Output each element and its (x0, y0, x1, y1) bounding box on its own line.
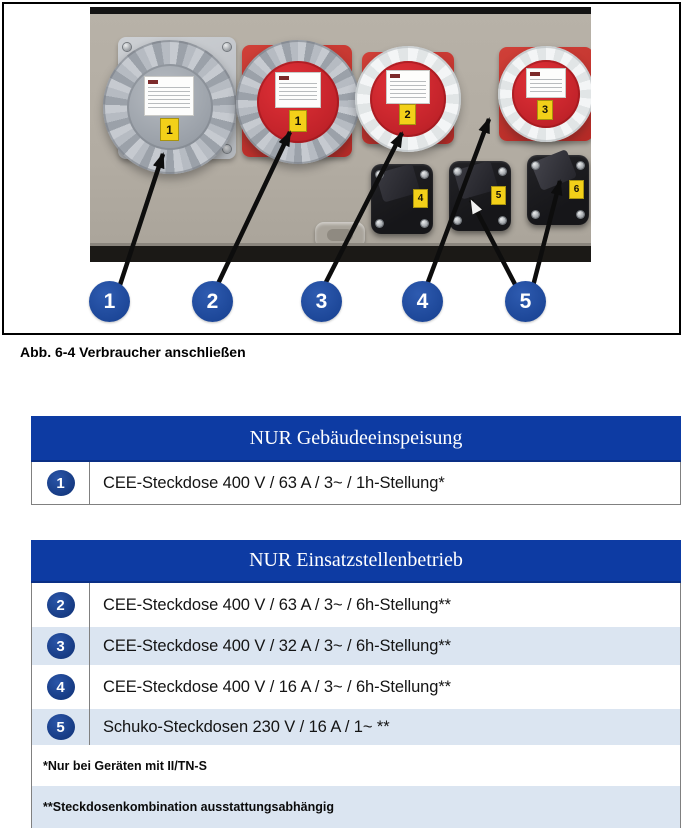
schuko-socket-6: 6 (527, 148, 589, 225)
row-number-badge: 2 (46, 592, 75, 618)
screw-icon (577, 162, 584, 169)
table-footnote: *Nur bei Geräten mit II/TN-S (32, 745, 680, 786)
table-einsatzstellenbetrieb: NUR Einsatzstellenbetrieb 2 CEE-Steckdos… (31, 540, 681, 828)
callout-5: 5 (505, 281, 546, 322)
screw-icon (376, 220, 383, 227)
socket-tag: 5 (492, 187, 505, 204)
table-row: 1 CEE-Steckdose 400 V / 63 A / 3~ / 1h-S… (32, 462, 680, 505)
screw-icon (454, 217, 461, 224)
rating-sticker (387, 71, 429, 103)
row-label: CEE-Steckdose 400 V / 16 A / 3~ / 6h-Ste… (103, 677, 451, 696)
table-title: NUR Gebäudeeinspeisung (249, 426, 463, 449)
socket-tag: 1 (290, 111, 306, 131)
row-number-badge: 3 (46, 633, 75, 659)
table-header: NUR Einsatzstellenbetrieb (31, 540, 681, 583)
table-gebaeudeeinspeisung: NUR Gebäudeeinspeisung 1 CEE-Steckdose 4… (31, 416, 681, 505)
row-number-badge: 4 (46, 674, 75, 700)
row-number-badge: 1 (46, 470, 75, 496)
screw-icon (577, 211, 584, 218)
socket-tag: 2 (400, 105, 415, 124)
table-footnote: **Steckdosenkombination ausstattungsabhä… (32, 786, 680, 828)
screw-icon (123, 43, 131, 51)
screw-icon (454, 168, 461, 175)
row-label: CEE-Steckdose 400 V / 63 A / 3~ / 1h-Ste… (103, 473, 445, 492)
screw-icon (532, 162, 539, 169)
table-title: NUR Einsatzstellenbetrieb (249, 549, 463, 571)
schuko-socket-5: 5 (449, 160, 511, 231)
table-row: 3 CEE-Steckdose 400 V / 32 A / 3~ / 6h-S… (32, 627, 680, 665)
table-row: 2 CEE-Steckdose 400 V / 63 A / 3~ / 6h-S… (32, 583, 680, 627)
row-label: CEE-Steckdose 400 V / 63 A / 3~ / 6h-Ste… (103, 595, 451, 614)
panel-bottom-edge (90, 246, 591, 262)
rating-sticker (527, 69, 565, 97)
schuko-socket-4: 4 (371, 163, 433, 234)
rating-sticker (276, 73, 320, 107)
callout-3: 3 (301, 281, 342, 322)
screw-icon (532, 211, 539, 218)
table-row: 5 Schuko-Steckdosen 230 V / 16 A / 1~ ** (32, 709, 680, 745)
callout-2: 2 (192, 281, 233, 322)
socket-tag: 4 (414, 190, 427, 207)
screw-icon (376, 171, 383, 178)
rating-sticker (145, 77, 193, 115)
figure-caption: Abb. 6-4 Verbraucher anschließen (20, 344, 246, 360)
panel-top-edge (90, 7, 591, 14)
screw-icon (421, 220, 428, 227)
socket-tag: 1 (161, 119, 178, 140)
screw-icon (421, 171, 428, 178)
screw-icon (223, 43, 231, 51)
panel-photo: 1 1 2 (90, 7, 591, 262)
screw-icon (499, 168, 506, 175)
socket-tag: 3 (538, 101, 552, 119)
callout-4: 4 (402, 281, 443, 322)
socket-tag: 6 (570, 181, 583, 198)
row-label: CEE-Steckdose 400 V / 32 A / 3~ / 6h-Ste… (103, 636, 451, 655)
callout-1: 1 (89, 281, 130, 322)
row-number-badge: 5 (46, 714, 75, 740)
row-label: Schuko-Steckdosen 230 V / 16 A / 1~ ** (103, 717, 390, 736)
table-header: NUR Gebäudeeinspeisung (31, 416, 681, 462)
table-row: 4 CEE-Steckdose 400 V / 16 A / 3~ / 6h-S… (32, 665, 680, 709)
screw-icon (499, 217, 506, 224)
